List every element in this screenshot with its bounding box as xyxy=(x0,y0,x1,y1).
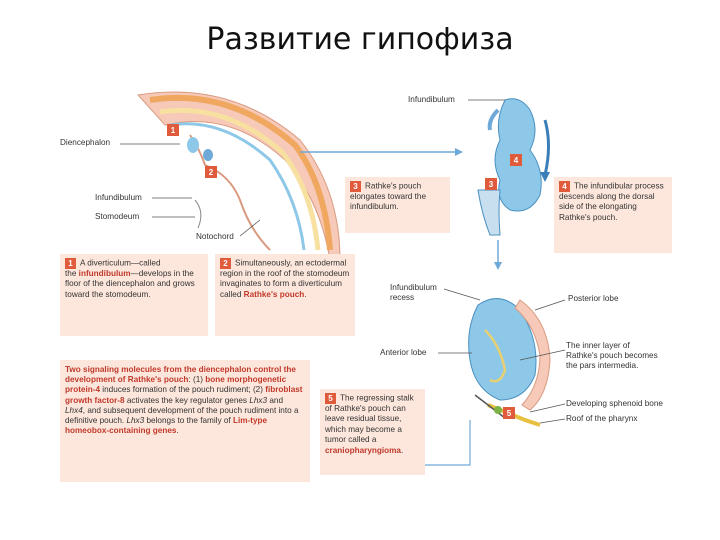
label-pharynx-roof: Roof of the pharynx xyxy=(566,414,638,423)
box-5-term: craniopharyngioma xyxy=(325,445,401,455)
marker-4: 4 xyxy=(514,156,519,165)
signaling-lhx3-b: Lhx3 xyxy=(126,416,145,426)
label-diencephalon: Diencephalon xyxy=(60,138,111,147)
box-5-number: 5 xyxy=(325,393,336,404)
marker-2: 2 xyxy=(209,168,214,177)
box-3-text: Rathke's pouch elongates toward the infu… xyxy=(350,181,427,212)
label-infundibulum-recess: Infundibulum recess xyxy=(390,283,437,302)
pituitary-formation-figure xyxy=(468,298,551,427)
label-sphenoid-bone: Developing sphenoid bone xyxy=(566,399,663,408)
box-2-term: Rathke's pouch xyxy=(243,289,305,299)
signaling-s8: and xyxy=(267,395,284,405)
callout-box-1: 1 A diverticulum—called the infundibulum—… xyxy=(60,254,208,336)
embryo-head-figure xyxy=(137,91,341,261)
label-posterior-lobe: Posterior lobe xyxy=(568,294,619,303)
marker-5: 5 xyxy=(507,409,512,418)
box-1-text-c: —develops in the floor of the diencephal… xyxy=(65,269,195,299)
box-5-end: . xyxy=(400,445,404,455)
box-2-end: . xyxy=(304,289,307,299)
marker-3: 3 xyxy=(489,180,494,189)
label-anterior-lobe: Anterior lobe xyxy=(380,348,427,357)
signaling-s10: , and subsequent development of the pouc… xyxy=(65,405,299,426)
label-infundibulum-left: Infundibulum xyxy=(95,193,142,202)
signaling-fgf8: fibroblast growth factor-8 xyxy=(65,385,303,405)
label-infundibulum-top: Infundibulum xyxy=(408,95,455,104)
box-1-text-b: the xyxy=(65,269,79,279)
signaling-s4: induces formation of the pouch rudiment;… xyxy=(100,385,266,395)
label-notochord: Notochord xyxy=(196,232,234,241)
signaling-molecules-box: Two signaling molecules from the diencep… xyxy=(60,360,310,482)
box-2-text: Simultaneously, an ectodermal region in … xyxy=(220,258,350,299)
pouch-elongation-figure xyxy=(477,98,550,236)
signaling-lhx4: Lhx4 xyxy=(65,405,83,415)
signaling-heading: Two signaling molecules from the diencep… xyxy=(65,365,296,385)
label-pars-intermedia: The inner layer of Rathke's pouch become… xyxy=(566,341,658,370)
signaling-lim-genes: Lim-type homeobox-containing genes xyxy=(65,416,268,436)
box-1-term: infundibulum xyxy=(78,269,131,279)
box-3-number: 3 xyxy=(350,181,361,192)
signaling-s14: . xyxy=(176,426,179,436)
signaling-lhx3: Lhx3 xyxy=(249,395,268,405)
label-stomodeum: Stomodeum xyxy=(95,212,140,221)
box-4-text: The infundibular process descends along … xyxy=(559,181,664,222)
box-1-number: 1 xyxy=(65,258,76,269)
box-2-number: 2 xyxy=(220,258,231,269)
signaling-bmp4: bone morphogenetic protein-4 xyxy=(65,375,287,395)
signaling-s12: belongs to the family of xyxy=(144,416,233,426)
box-4-number: 4 xyxy=(559,181,570,192)
marker-1: 1 xyxy=(171,126,176,135)
slide-title: Развитие гипофиза xyxy=(206,22,514,57)
signaling-s6: activates the key regulator genes xyxy=(124,395,250,405)
box-1-text-a: A diverticulum—called xyxy=(80,258,161,268)
box-5-text: The regressing stalk of Rathke's pouch c… xyxy=(325,393,414,445)
signaling-s2: : (1) xyxy=(188,375,206,385)
